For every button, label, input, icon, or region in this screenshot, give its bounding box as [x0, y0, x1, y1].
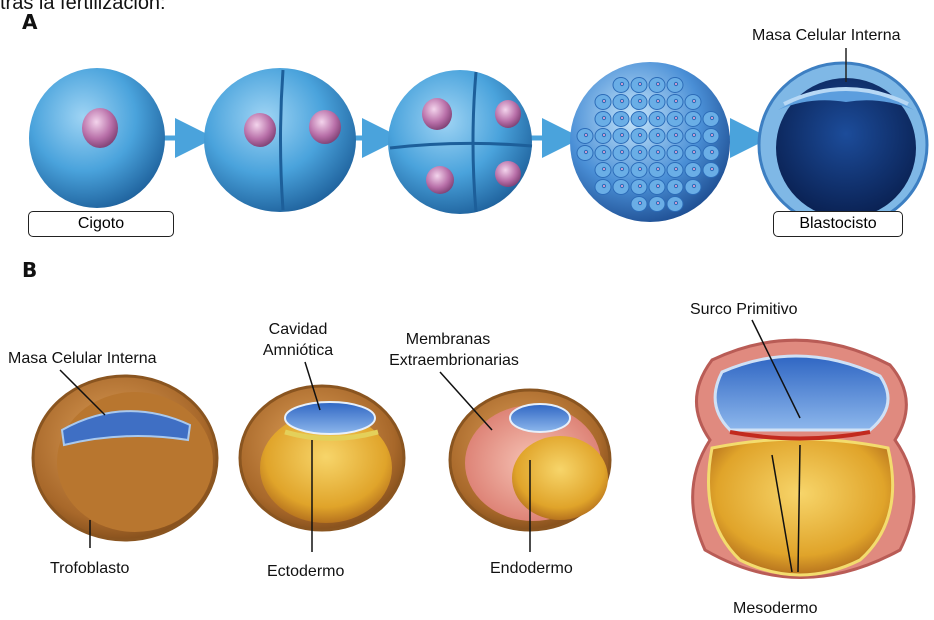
morula-cell-nucleus [656, 99, 659, 102]
morula-cell-nucleus [638, 82, 641, 85]
inner-cell-mass-label-b: Masa Celular Interna [8, 350, 157, 368]
ectoderm-label: Ectodermo [267, 563, 344, 581]
morula-cell-nucleus [602, 99, 605, 102]
morula-cell-nucleus [656, 201, 659, 204]
morula [570, 62, 730, 222]
extraembryonic-membranes-label-line2: Extraembrionarias [374, 352, 534, 370]
trilaminar-disc-b4 [693, 340, 914, 577]
morula-cell-nucleus [638, 150, 641, 153]
morula-cell-nucleus [638, 99, 641, 102]
zygote-label: Cigoto [28, 211, 174, 237]
early-blastocyst-b1 [33, 376, 217, 540]
morula-cell-nucleus [692, 133, 695, 136]
morula-cell-nucleus [692, 184, 695, 187]
morula-cell-nucleus [674, 167, 677, 170]
morula-cell-nucleus [674, 99, 677, 102]
morula-cell-nucleus [692, 116, 695, 119]
morula-cell-nucleus [692, 167, 695, 170]
morula-cell-nucleus [674, 201, 677, 204]
endoderm-label: Endodermo [490, 560, 573, 578]
morula-cell-nucleus [620, 184, 623, 187]
morula-cell-nucleus [638, 184, 641, 187]
morula-cell-nucleus [656, 184, 659, 187]
morula-cell-nucleus [638, 201, 641, 204]
morula-cell-nucleus [674, 116, 677, 119]
morula-cell-nucleus [656, 82, 659, 85]
inner-cell-mass-label-a: Masa Celular Interna [752, 27, 901, 45]
morula-cell-nucleus [602, 116, 605, 119]
trophoblast-label: Trofoblasto [50, 560, 129, 578]
morula-cell-nucleus [602, 133, 605, 136]
primitive-streak-label: Surco Primitivo [690, 301, 798, 319]
morula-cell-nucleus [620, 133, 623, 136]
morula-cell-nucleus [602, 184, 605, 187]
morula-cell-nucleus [656, 150, 659, 153]
extraembryonic-membranes-label-line1: Membranas [392, 331, 504, 349]
morula-cell-nucleus [710, 167, 713, 170]
morula-cell-nucleus [692, 99, 695, 102]
morula-cell-nucleus [620, 99, 623, 102]
zygote-cell [29, 68, 165, 208]
morula-cell-nucleus [620, 167, 623, 170]
morula-cell-nucleus [656, 116, 659, 119]
morula-cell-nucleus [710, 133, 713, 136]
four-cell-stage [388, 70, 532, 214]
morula-cell-nucleus [710, 116, 713, 119]
amniotic-cavity-label-line1: Cavidad [258, 321, 338, 339]
bilaminar-disc-b2 [240, 386, 404, 530]
morula-cell-nucleus [710, 150, 713, 153]
morula-cell-nucleus [674, 184, 677, 187]
morula-cell-nucleus [620, 150, 623, 153]
morula-cell-nucleus [638, 116, 641, 119]
amniotic-cavity-label-line2: Amniótica [250, 342, 346, 360]
morula-cell-nucleus [602, 167, 605, 170]
morula-cell-nucleus [656, 167, 659, 170]
morula-cell-nucleus [620, 116, 623, 119]
mesoderm-label: Mesodermo [733, 600, 817, 618]
morula-cell-nucleus [620, 82, 623, 85]
morula-cell-nucleus [656, 133, 659, 136]
blastocyst-label: Blastocisto [773, 211, 903, 237]
two-cell-stage [204, 68, 356, 212]
morula-cell-nucleus [674, 150, 677, 153]
morula-cell-nucleus [638, 133, 641, 136]
morula-cell-nucleus [584, 133, 587, 136]
morula-cell-nucleus [638, 167, 641, 170]
morula-cell-nucleus [674, 133, 677, 136]
morula-cell-nucleus [674, 82, 677, 85]
morula-cell-nucleus [602, 150, 605, 153]
blastocyst [759, 48, 927, 227]
morula-cell-nucleus [584, 150, 587, 153]
morula-cell-nucleus [692, 150, 695, 153]
